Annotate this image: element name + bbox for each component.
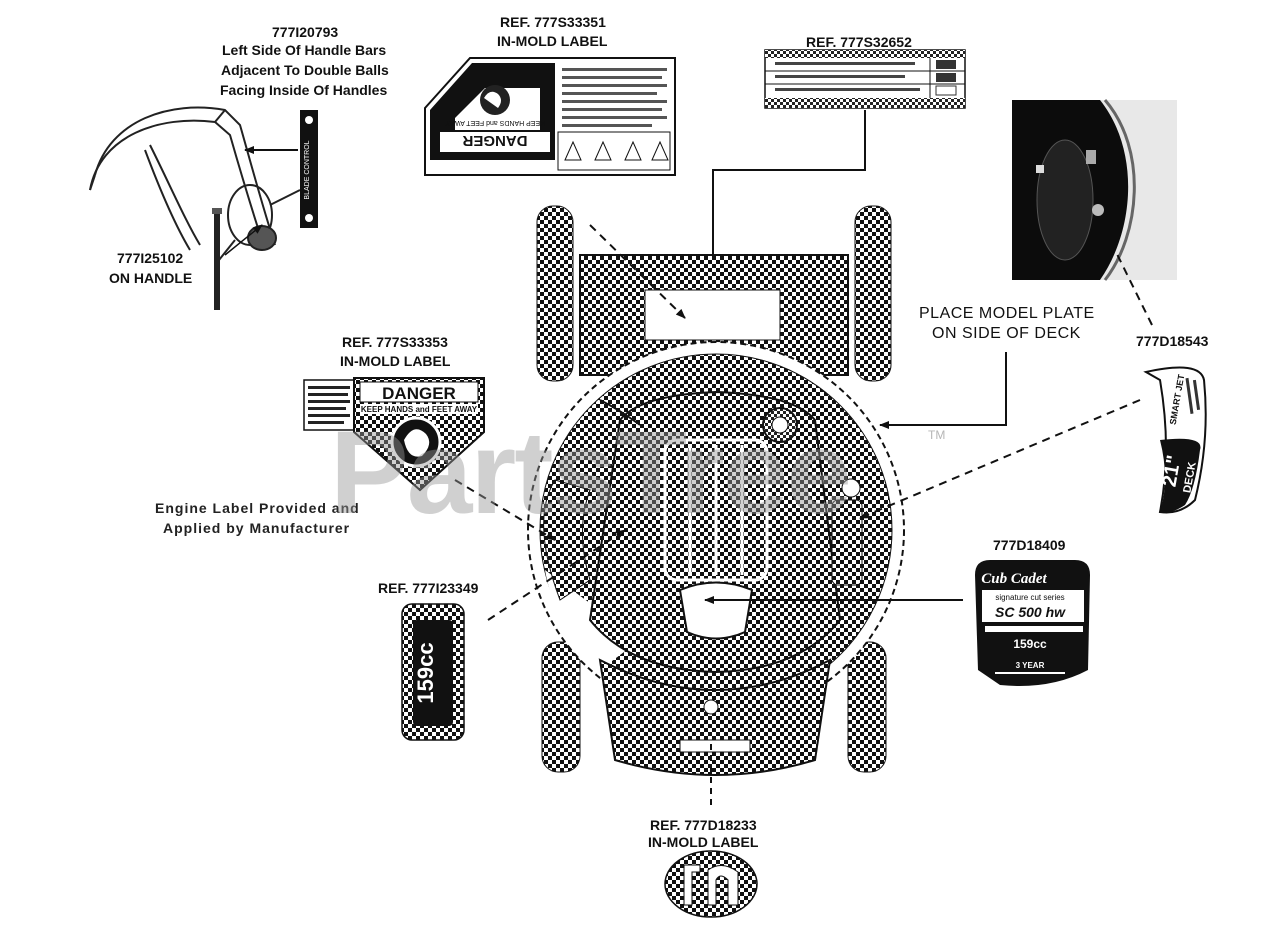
handle-strip-text: BLADE CONTROL [304, 140, 311, 199]
ref-18233-note: IN-MOLD LABEL [648, 834, 759, 850]
ref-33353-note: IN-MOLD LABEL [340, 353, 451, 369]
brand-model-text: SC 500 hw [995, 604, 1066, 620]
part-number-18409: 777D18409 [993, 537, 1066, 553]
cc-badge-23349: 159cc [401, 603, 465, 741]
part-number-18543: 777D18543 [1136, 333, 1209, 349]
ref-18233: REF. 777D18233 [650, 817, 757, 833]
keep-hands-top-label: KEEP HANDS and FEET AWAY [445, 119, 545, 126]
danger-word-top-label: DANGER [462, 132, 527, 149]
ref-33353: REF. 777S33353 [342, 334, 448, 350]
model-plate-photo [1012, 99, 1177, 281]
arrow-to-handle-sticker [224, 224, 263, 256]
watermark: PartsTree [330, 407, 852, 539]
danger-label-33351: DANGER KEEP HANDS and FEET AWAY [424, 57, 676, 176]
leader-33353 [454, 479, 556, 541]
engine-label-note-line1: Engine Label Provided and [155, 500, 360, 516]
model-plate-note-line2: ON SIDE OF DECK [932, 325, 1081, 342]
note-adjacent-balls: Adjacent To Double Balls [221, 62, 389, 78]
note-on-handle: ON HANDLE [109, 270, 193, 286]
brand-warranty-text: 3 YEAR [1016, 661, 1045, 670]
part-number-20793: 777I20793 [272, 24, 339, 40]
keep-hands-left-label: KEEP HANDS and FEET AWAY [361, 405, 478, 414]
engine-label-note-line2: Applied by Manufacturer [163, 520, 351, 536]
mower-top-view [527, 205, 905, 776]
leader-18543-to-deck [859, 399, 1141, 519]
round-logo-18233 [664, 850, 758, 918]
handle-strip-decal: BLADE CONTROL [300, 110, 318, 228]
danger-label-33353: DANGER KEEP HANDS and FEET AWAY [303, 377, 485, 492]
ref-23349: REF. 777I23349 [378, 580, 479, 596]
brand-series-text: signature cut series [995, 593, 1064, 602]
brand-decal-18409: Cub Cadet signature cut series SC 500 hw… [975, 560, 1090, 686]
danger-word-left-label: DANGER [382, 384, 456, 403]
brand-script-text: Cub Cadet [981, 571, 1047, 587]
model-plate-note-line1: PLACE MODEL PLATE [919, 305, 1095, 322]
brand-cc-text: 159cc [1013, 637, 1047, 651]
handle-sticker-25102 [212, 208, 222, 310]
deck-size-text: 21" [1159, 453, 1186, 488]
deck-word-text: DECK [1181, 461, 1198, 494]
warning-sticker-32652 [764, 49, 966, 109]
part-number-25102: 777I25102 [117, 250, 184, 266]
note-facing-inside: Facing Inside Of Handles [220, 82, 388, 98]
ref-32652: REF. 777S32652 [806, 34, 912, 50]
note-left-side-handle: Left Side Of Handle Bars [222, 42, 387, 58]
ref-33351: REF. 777S33351 [500, 14, 606, 30]
cc-badge-text: 159cc [413, 642, 438, 703]
watermark-trademark: TM [928, 428, 946, 442]
handle-bar-drawing [89, 106, 301, 266]
leader-model-plate [879, 352, 1007, 429]
deck-decal-18543: 21" DECK SMART JET [1143, 366, 1207, 514]
ref-33351-note: IN-MOLD LABEL [497, 33, 608, 49]
